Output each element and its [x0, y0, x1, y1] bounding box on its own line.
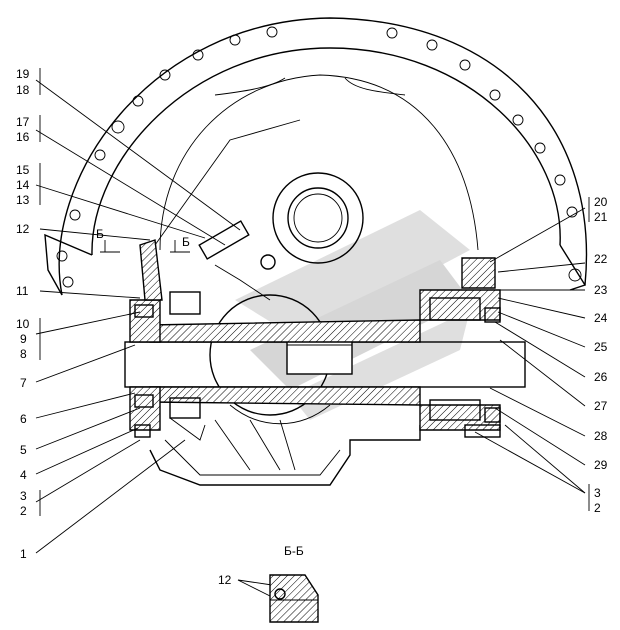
label-2: 2: [20, 504, 27, 518]
label-20: 20: [594, 195, 608, 209]
label-15: 15: [16, 163, 30, 177]
bolt-hole: [426, 39, 438, 51]
bolt-hole: [568, 268, 582, 282]
label-8: 8: [20, 347, 27, 361]
bolt-hole: [132, 95, 144, 107]
label-27: 27: [594, 399, 608, 413]
lever-fitting: [154, 119, 301, 301]
label-23: 23: [594, 283, 608, 297]
section-marks: Б Б: [96, 227, 190, 253]
section-title: Б-Б: [284, 544, 304, 558]
section-marker-left: Б: [96, 227, 104, 241]
bolt-hole: [566, 206, 578, 218]
flange-bolt-holes: [56, 26, 582, 288]
bolt-hole: [94, 149, 106, 161]
bolt-hole: [386, 27, 398, 39]
bolt-hole: [266, 26, 278, 38]
right-bearing-assembly: [419, 257, 501, 438]
left-bearing-assembly: [129, 239, 206, 441]
label-9: 9: [20, 332, 27, 346]
section-view: Б-Б 12: [218, 544, 319, 623]
label-12: 12: [16, 222, 30, 236]
bolt-hole: [512, 114, 524, 126]
label-24: 24: [594, 311, 608, 325]
section-marker-right: Б: [182, 235, 190, 249]
section-label-12: 12: [218, 573, 232, 587]
label-7: 7: [20, 376, 27, 390]
leader-lines-right: [474, 207, 586, 494]
main-shaft: [124, 319, 526, 406]
label-3-right: 3: [594, 486, 601, 500]
label-13: 13: [16, 193, 30, 207]
bolt-hole: [159, 69, 171, 81]
label-14: 14: [16, 178, 30, 192]
bolt-hole: [111, 120, 125, 134]
bolt-hole: [69, 209, 81, 221]
label-22: 22: [594, 252, 608, 266]
label-5: 5: [20, 443, 27, 457]
label-4: 4: [20, 468, 27, 482]
label-16: 16: [16, 130, 30, 144]
bolt-hole: [192, 49, 204, 61]
label-26: 26: [594, 370, 608, 384]
label-17: 17: [16, 115, 30, 129]
label-2-right: 2: [594, 501, 601, 515]
label-21: 21: [594, 210, 608, 224]
left-labels: 19 18 17 16 15 14 13 12 11 10 9 8 7 6 5 …: [16, 67, 30, 561]
bolt-hole: [534, 142, 546, 154]
bolt-hole: [62, 276, 74, 288]
bolt-hole: [56, 250, 68, 262]
label-11: 11: [16, 284, 29, 298]
leader-lines-left: [35, 79, 241, 554]
right-labels: 20 21 22 23 24 25 26 27 28 29 3 2: [594, 195, 608, 515]
label-29: 29: [594, 458, 608, 472]
flange-housing: [44, 17, 588, 296]
bolt-hole: [554, 174, 566, 186]
label-1: 1: [20, 547, 27, 561]
label-3: 3: [20, 489, 27, 503]
label-25: 25: [594, 340, 608, 354]
label-6: 6: [20, 412, 27, 426]
label-19: 19: [16, 67, 30, 81]
label-28: 28: [594, 429, 608, 443]
bolt-hole: [229, 34, 241, 46]
label-10: 10: [16, 317, 30, 331]
bolt-hole: [489, 89, 501, 101]
bolt-hole: [459, 59, 471, 71]
central-hub: [272, 172, 364, 264]
label-18: 18: [16, 83, 30, 97]
